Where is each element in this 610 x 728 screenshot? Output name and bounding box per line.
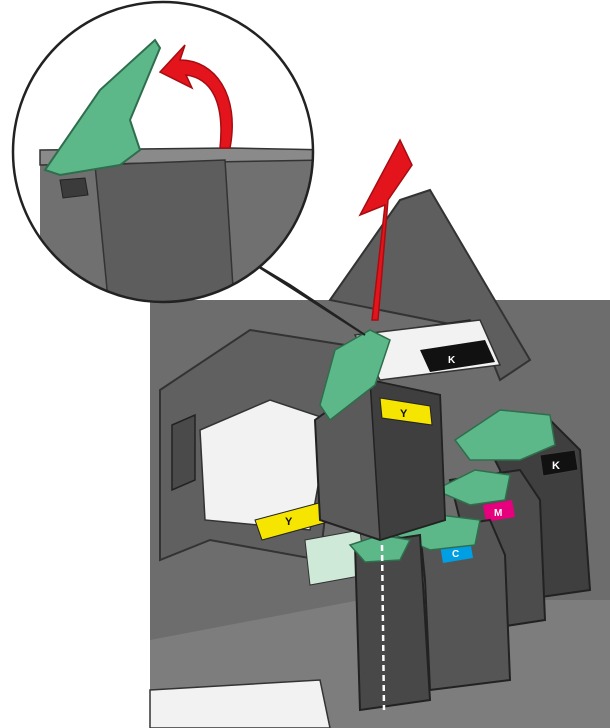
- printer-front-white-panel: [149, 679, 331, 728]
- removed-cartridge-label: Y: [400, 408, 408, 420]
- arrow-up-icon: [358, 138, 413, 321]
- yellow-cartridge-removed: Y: [313, 329, 447, 542]
- back-black-label-text: K: [448, 355, 456, 366]
- alignment-guide-line: [380, 544, 386, 711]
- zoom-callout: [11, 0, 315, 304]
- magenta-slot-label: M: [494, 508, 502, 519]
- black-cartridge-tab: [453, 409, 556, 461]
- zoom-green-tab: [43, 38, 162, 177]
- zoom-cartridge-slot: [59, 177, 89, 199]
- magenta-cartridge-tab: [433, 469, 511, 506]
- callout-pointer: [239, 254, 366, 336]
- yellow-slot-label-text: Y: [285, 516, 293, 528]
- back-black-label: [420, 340, 495, 372]
- cyan-slot-label: C: [452, 549, 459, 560]
- curved-arrow-icon: [158, 44, 233, 149]
- black-slot-label: K: [552, 460, 560, 472]
- left-door-hinge: [171, 413, 196, 492]
- zoom-cartridge-face: [94, 159, 236, 302]
- removed-cartridge-tab: [319, 329, 391, 422]
